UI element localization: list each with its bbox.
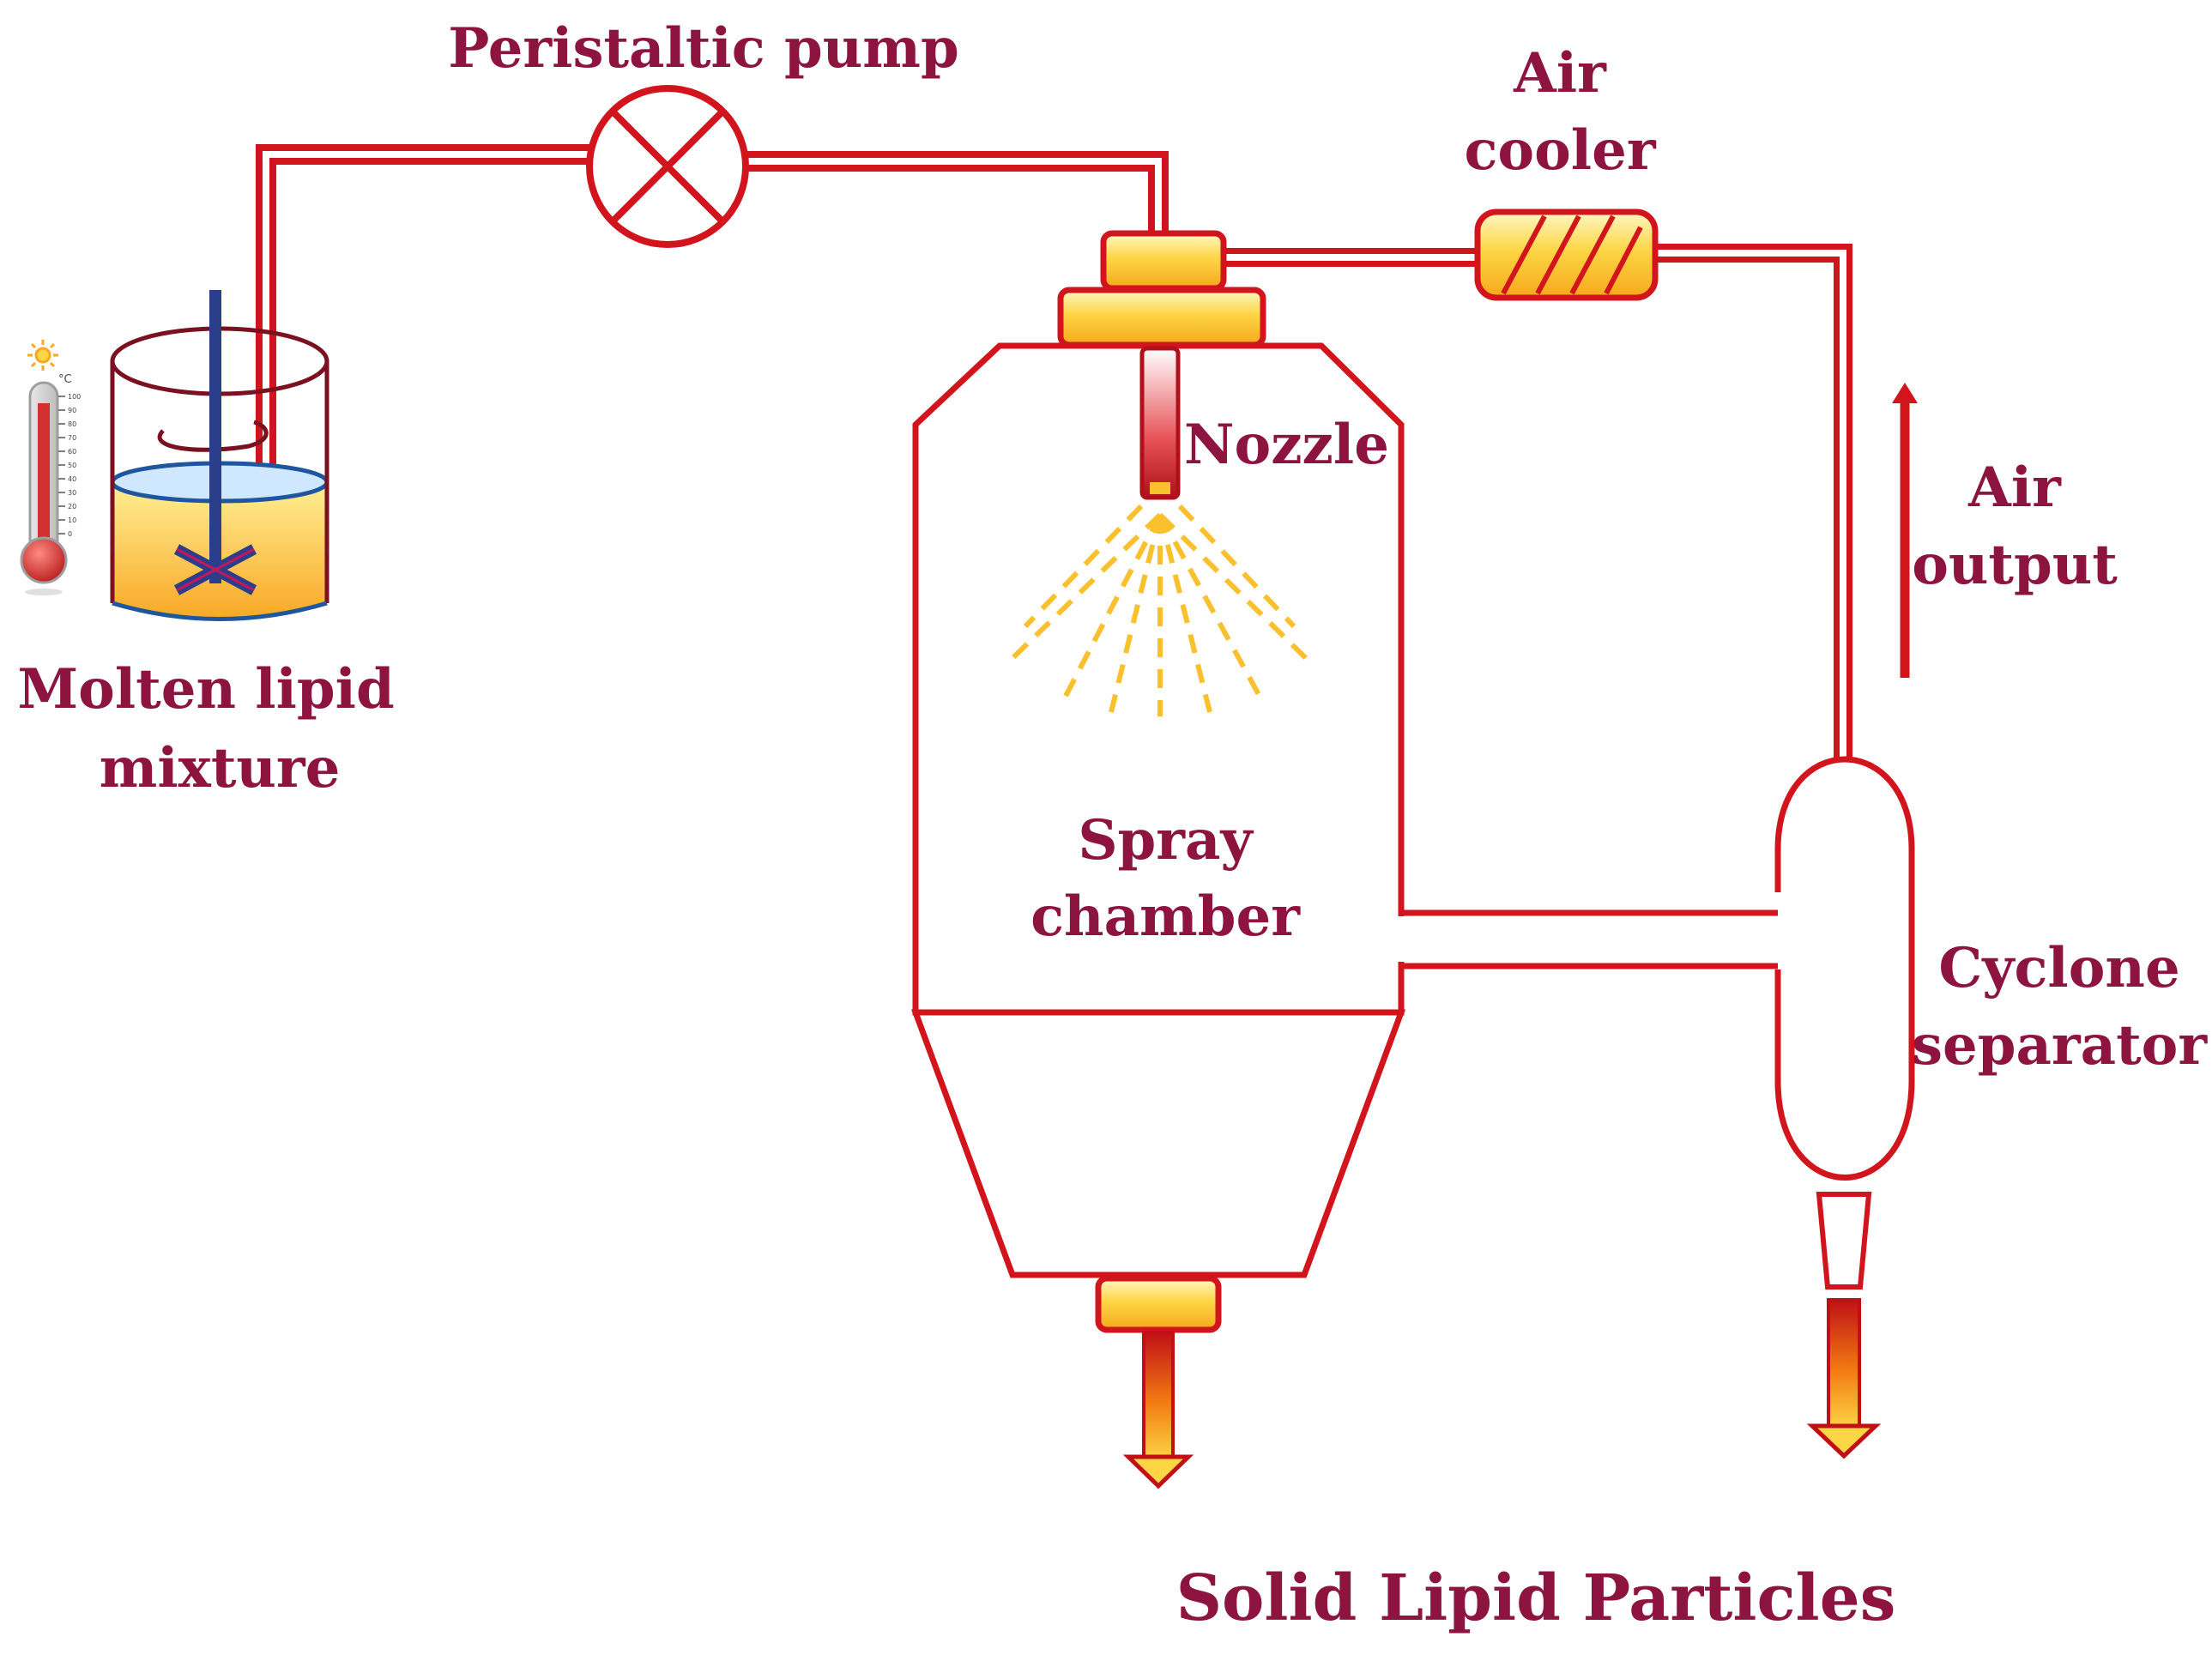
duct-chamber-to-cyclone <box>1397 909 1783 969</box>
chamber-cone <box>910 1009 1406 1278</box>
thermometer-scale-0: 0 <box>68 530 72 538</box>
thermometer-scale-30: 30 <box>68 489 76 497</box>
label-air-cooler-line1: Air <box>1513 41 1607 106</box>
pipe-beaker-to-pump <box>256 144 592 549</box>
label-cyclone-line2: separator <box>1912 1013 2208 1078</box>
cyclone-separator <box>1774 756 1915 1290</box>
thermometer-scale-80: 80 <box>68 420 76 428</box>
thermometer-scale-10: 10 <box>68 516 76 524</box>
label-molten-lipid-line1: Molten lipid <box>17 657 394 722</box>
thermometer-scale-100: 100 <box>68 393 81 401</box>
sun-icon <box>27 340 58 371</box>
peristaltic-pump-icon <box>586 85 749 248</box>
thermometer-unit: °C <box>58 373 72 386</box>
label-spray-chamber-line2: chamber <box>1030 885 1301 949</box>
label-air-output-line1: Air <box>1967 456 2062 520</box>
thermometer-scale-50: 50 <box>68 462 76 469</box>
label-peristaltic-pump: Peristaltic pump <box>448 16 958 81</box>
thermometer-icon: °C 100 90 80 70 60 50 40 30 20 10 0 <box>20 340 81 595</box>
up-arrow-air-output <box>1892 383 1918 678</box>
nozzle-cap-lower <box>1057 287 1266 348</box>
label-cyclone-line1: Cyclone <box>1938 936 2179 1000</box>
nozzle-cap-upper <box>1100 230 1227 292</box>
label-air-output-line2: output <box>1912 533 2118 597</box>
chamber-outlet <box>1095 1275 1222 1333</box>
label-air-cooler-line2: cooler <box>1464 118 1656 183</box>
beaker-icon <box>110 290 329 621</box>
spray-pattern <box>1003 504 1315 716</box>
nozzle-icon <box>1139 346 1181 500</box>
thermometer-scale-90: 90 <box>68 407 76 414</box>
thermometer-scale-20: 20 <box>68 503 76 510</box>
pipe-pump-to-nozzle <box>746 151 1169 233</box>
down-arrow-chamber <box>1122 1331 1194 1489</box>
thermometer-scale-40: 40 <box>68 475 76 483</box>
label-nozzle: Nozzle <box>1184 413 1389 477</box>
thermometer-scale-70: 70 <box>68 434 76 442</box>
thermometer-scale-60: 60 <box>68 448 76 456</box>
down-arrow-cyclone <box>1806 1298 1882 1459</box>
label-molten-lipid-line2: mixture <box>100 736 341 800</box>
label-solid-lipid-particles: Solid Lipid Particles <box>1176 1561 1896 1635</box>
label-spray-chamber-line1: Spray <box>1078 808 1254 873</box>
pipe-cooler-to-cyclone <box>1656 244 1852 768</box>
thermometer-ticks <box>58 396 65 535</box>
air-cooler-icon <box>1474 208 1659 301</box>
